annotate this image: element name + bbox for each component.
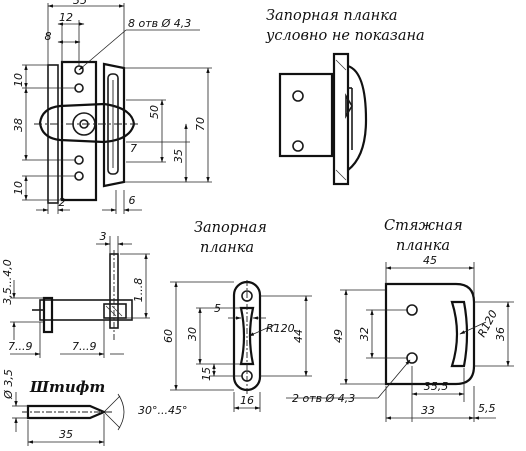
dim-32-label: 32 [358, 327, 371, 341]
side-hole [292, 90, 304, 102]
dim-8-label: 8 [45, 30, 52, 43]
note-caption: Запорная планка условно не показана [265, 8, 425, 44]
dim-3-label: 3 [100, 230, 107, 243]
dim-35-5-label: 35,5 [424, 380, 449, 393]
dim-6-label: 6 [129, 194, 136, 207]
latch-plate-view: Запорная планка 60 30 15 5 R120 44 [162, 220, 312, 412]
tie-plate-hole [406, 304, 418, 316]
mounting-plate [60, 60, 98, 202]
tie-holes-label: 2 отв Ø 4,3 [292, 392, 355, 405]
pin-caption: Штифт [29, 378, 105, 396]
dim-30-label: 30 [186, 327, 199, 341]
tie-plate-view: Стяжная планка 45 49 32 R120 36 35, [286, 218, 514, 422]
dim-38-label: 38 [12, 118, 25, 132]
dim-33-label: 33 [421, 404, 435, 417]
tie-plate-curved-slot [450, 300, 469, 368]
latch-plate-curved-slot [239, 306, 255, 366]
side-hole [292, 140, 304, 152]
section-block [103, 303, 127, 319]
dim-49-label: 49 [332, 329, 345, 343]
latch-plate-caption-2: планка [200, 240, 254, 256]
dim-10-bottom-label: 10 [12, 181, 25, 195]
dim-2-label: 2 [59, 196, 66, 209]
pin-length-label: 35 [59, 428, 73, 441]
dim-50-label: 50 [148, 105, 161, 119]
dim-range-7-9-left-label: 7...9 [8, 340, 33, 353]
pin-view: Штифт Ø 3,5 30°...45° 35 [2, 369, 187, 446]
dim-60-label: 60 [162, 329, 175, 343]
pin-angle-label: 30°...45° [138, 404, 187, 417]
mounting-hole [74, 171, 84, 181]
holes-8-label: 8 отв Ø 4,3 [128, 17, 191, 30]
side-section-view: 3 3,5...4,0 1...8 7...9 7...9 [1, 230, 150, 358]
dim-16-label: 16 [240, 394, 254, 407]
dim-70-label: 70 [194, 117, 207, 131]
dim-45-label: 45 [423, 254, 437, 267]
dim-range-1-8-label: 1...8 [132, 278, 145, 303]
latch-housing [102, 62, 126, 188]
section-head [42, 296, 54, 334]
note-line-1: Запорная планка [266, 8, 398, 24]
tie-plate-caption-2: планка [396, 238, 450, 254]
dim-7-label: 7 [130, 142, 137, 155]
dim-5-5-label: 5,5 [478, 402, 496, 415]
dim-5-label: 5 [214, 302, 221, 315]
side-housing [332, 52, 350, 186]
side-plate [278, 72, 334, 158]
assembly-side-view [278, 52, 368, 186]
tie-plate-caption-1: Стяжная [384, 218, 463, 234]
dim-36-label: 36 [494, 327, 507, 341]
dim-35-label: 35 [73, 0, 87, 7]
note-line-2: условно не показана [265, 28, 425, 44]
dim-15-label: 15 [200, 367, 213, 381]
side-lever-profile [347, 64, 368, 171]
main-assembly-view: 35 12 8 8 отв Ø 4,3 10 38 10 70 50 [12, 0, 212, 214]
latch-plate-caption-1: Запорная [194, 220, 267, 236]
pin-body [26, 404, 107, 420]
back-plate-strip [47, 64, 59, 204]
dim-range-3-5-4-label: 3,5...4,0 [1, 259, 14, 304]
dim-35-right-label: 35 [172, 149, 185, 163]
latch-r120-label: R120 [266, 322, 295, 335]
side-latch-detail [345, 93, 353, 119]
dim-44-label: 44 [292, 329, 305, 343]
dim-range-7-9-right-label: 7...9 [72, 340, 97, 353]
mounting-hole [74, 83, 84, 93]
dim-10-top-label: 10 [12, 73, 25, 87]
mounting-hole [74, 155, 84, 165]
dim-12-label: 12 [59, 11, 73, 24]
pin-diameter-label: Ø 3,5 [2, 369, 15, 400]
